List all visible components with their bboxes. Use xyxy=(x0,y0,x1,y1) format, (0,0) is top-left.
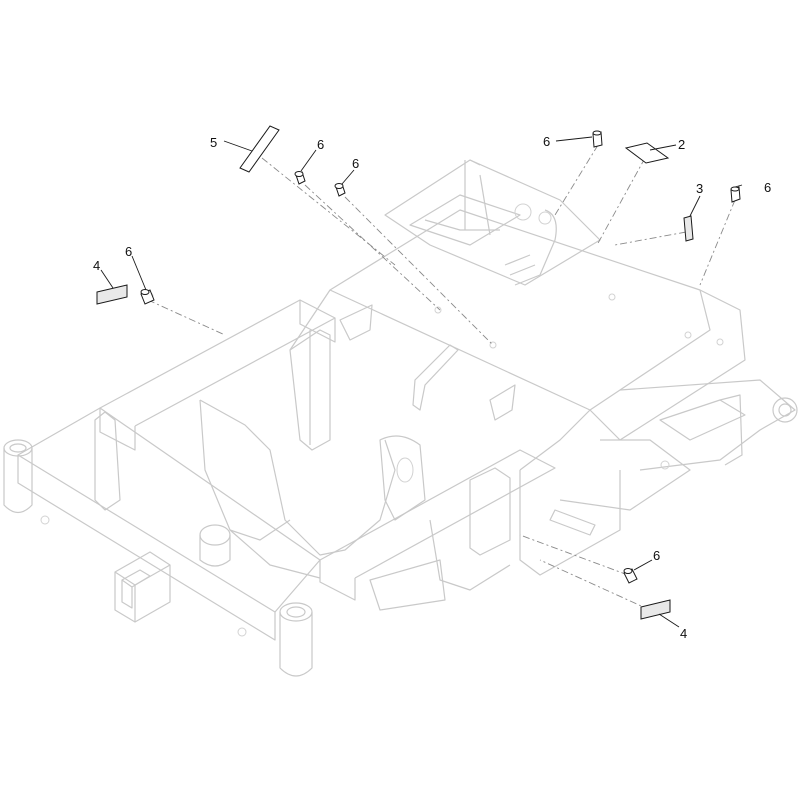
callout-part-5: 5 xyxy=(210,135,217,150)
callout-part-6-c: 6 xyxy=(543,134,550,149)
part-2-decal xyxy=(624,142,670,164)
callout-part-6-bottom: 6 xyxy=(653,548,660,563)
leader-lines xyxy=(100,136,743,628)
callouts: 5 6 6 6 2 3 6 4 6 6 4 xyxy=(93,134,771,641)
callout-part-6-left: 6 xyxy=(125,244,132,259)
part-6-plug-d xyxy=(730,186,741,203)
part-6-plug-c xyxy=(592,130,603,148)
parts xyxy=(96,125,741,620)
callout-part-6-b: 6 xyxy=(352,156,359,171)
part-6-plug-bottom xyxy=(623,568,638,584)
callout-part-4-bottom: 4 xyxy=(680,626,687,641)
assembly-lines xyxy=(147,144,736,611)
part-6-plug-left xyxy=(140,289,155,305)
callout-part-4-left: 4 xyxy=(93,258,100,273)
callout-part-6-a: 6 xyxy=(317,137,324,152)
chassis-frame xyxy=(3,159,798,677)
callout-part-2: 2 xyxy=(678,137,685,152)
callout-part-3: 3 xyxy=(696,181,703,196)
part-4-label-bottom xyxy=(640,599,671,620)
part-5-decal xyxy=(239,125,280,173)
part-4-label-left xyxy=(96,284,128,305)
callout-part-6-d: 6 xyxy=(764,180,771,195)
part-6-plug-a xyxy=(294,171,306,185)
part-3-strip xyxy=(683,215,694,242)
part-6-plug-b xyxy=(334,183,346,197)
